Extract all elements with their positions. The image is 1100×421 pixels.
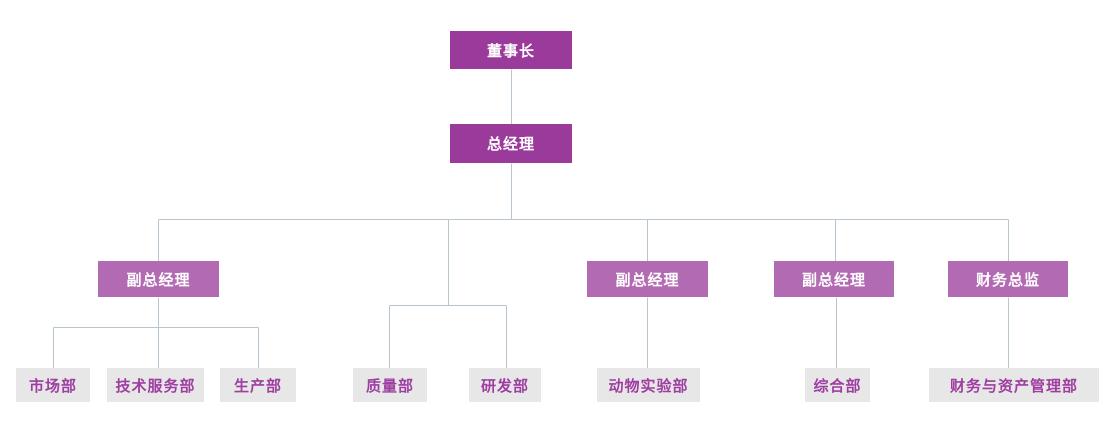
org-node-label: 财务总监	[975, 271, 1040, 289]
org-node-rnd-dept[interactable]: 研发部	[469, 368, 541, 402]
org-node-label: 质量部	[365, 377, 414, 395]
org-node-label: 董事长	[486, 42, 535, 60]
org-node-deputy-gm-2[interactable]: 副总经理	[587, 261, 708, 297]
org-node-label: 副总经理	[126, 271, 191, 289]
org-node-general-manager[interactable]: 总经理	[450, 124, 572, 163]
org-node-label: 总经理	[486, 136, 535, 153]
org-node-label: 生产部	[233, 377, 282, 395]
org-node-label: 财务与资产管理部	[949, 377, 1078, 395]
org-node-finance-asset-dept[interactable]: 财务与资产管理部	[929, 368, 1099, 402]
org-node-production-dept[interactable]: 生产部	[220, 368, 296, 402]
org-node-label: 研发部	[480, 377, 529, 395]
org-node-animal-lab-dept[interactable]: 动物实验部	[597, 368, 700, 402]
org-node-label: 动物实验部	[608, 377, 689, 395]
org-node-deputy-gm-3[interactable]: 副总经理	[774, 261, 894, 297]
org-node-quality-dept[interactable]: 质量部	[353, 368, 427, 402]
org-node-label: 副总经理	[801, 271, 866, 289]
org-node-tech-service-dept[interactable]: 技术服务部	[107, 368, 204, 402]
org-node-label: 市场部	[28, 377, 77, 395]
org-node-general-dept[interactable]: 综合部	[805, 368, 870, 402]
org-node-label: 综合部	[813, 377, 862, 395]
org-node-label: 技术服务部	[115, 377, 196, 395]
org-node-marketing-dept[interactable]: 市场部	[16, 368, 90, 402]
org-node-deputy-gm-1[interactable]: 副总经理	[98, 261, 219, 297]
org-node-finance-director[interactable]: 财务总监	[948, 261, 1068, 297]
org-node-chairman[interactable]: 董事长	[450, 31, 572, 69]
org-node-label: 副总经理	[615, 271, 680, 289]
